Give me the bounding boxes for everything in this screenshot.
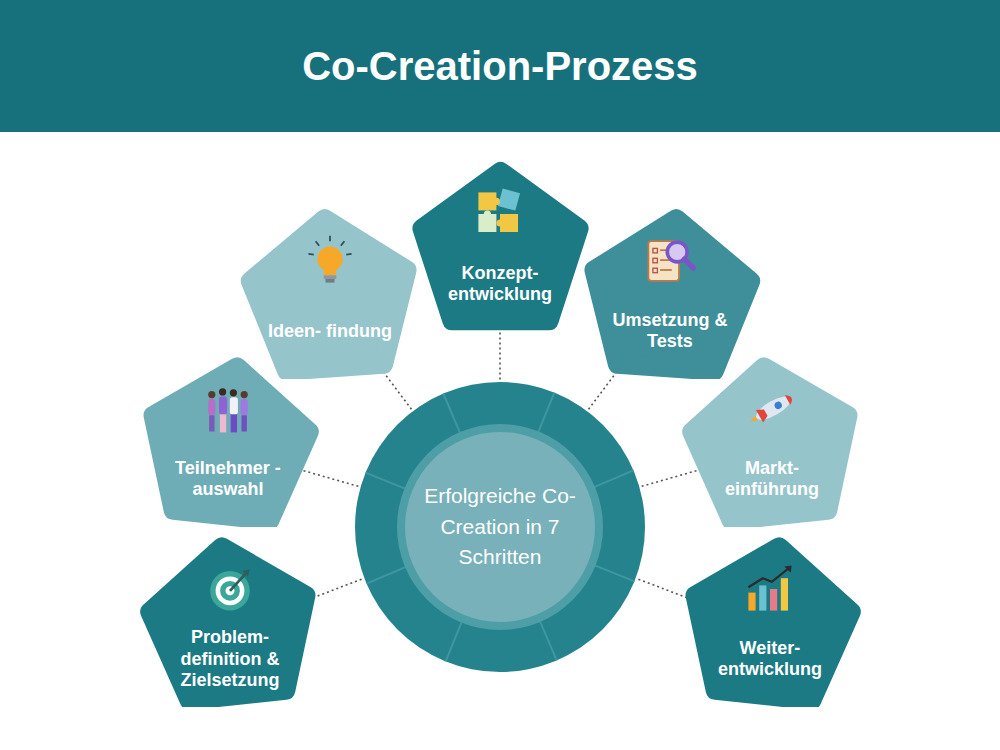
step-pentagon: Problem- definition & Zielsetzung xyxy=(139,533,322,707)
step-label: Weiter- entwicklung xyxy=(707,638,832,681)
chart-icon xyxy=(743,562,797,616)
pentagon-outline xyxy=(579,205,762,379)
puzzle-icon xyxy=(473,187,527,241)
step-label: Konzept- entwicklung xyxy=(437,263,562,306)
step-label: Umsetzung & Tests xyxy=(607,310,732,353)
pentagon-outline xyxy=(681,353,864,527)
step-label: Ideen- findung xyxy=(267,321,392,343)
step-pentagon: Markt- einführung xyxy=(681,353,864,527)
pentagon-outline xyxy=(137,353,320,527)
step-label: Problem- definition & Zielsetzung xyxy=(167,627,292,692)
step-pentagon: Teilnehmer -auswahl xyxy=(137,353,320,527)
target-icon xyxy=(203,562,257,616)
bulb-icon xyxy=(303,234,357,288)
dotted-connector xyxy=(639,469,701,487)
step-pentagon: Weiter- entwicklung xyxy=(679,533,862,707)
center-label: Erfolgreiche Co-Creation in 7 Schritten xyxy=(420,481,580,572)
people-icon xyxy=(201,382,255,436)
step-pentagon: Ideen- findung xyxy=(239,205,422,379)
title: Co-Creation-Prozess xyxy=(0,0,1000,132)
dotted-connector xyxy=(499,328,501,382)
document-icon xyxy=(643,234,697,288)
pentagon-outline xyxy=(409,158,592,332)
step-label: Markt- einführung xyxy=(709,458,834,501)
step-pentagon: Umsetzung & Tests xyxy=(579,205,762,379)
step-pentagon: Konzept- entwicklung xyxy=(409,158,592,332)
step-label: Teilnehmer -auswahl xyxy=(165,458,290,501)
pentagon-outline xyxy=(239,205,422,379)
pentagon-outline xyxy=(679,533,862,707)
rocket-icon xyxy=(745,382,799,436)
center-circle: Erfolgreiche Co-Creation in 7 Schritten xyxy=(353,380,647,674)
dotted-connector xyxy=(299,469,361,487)
